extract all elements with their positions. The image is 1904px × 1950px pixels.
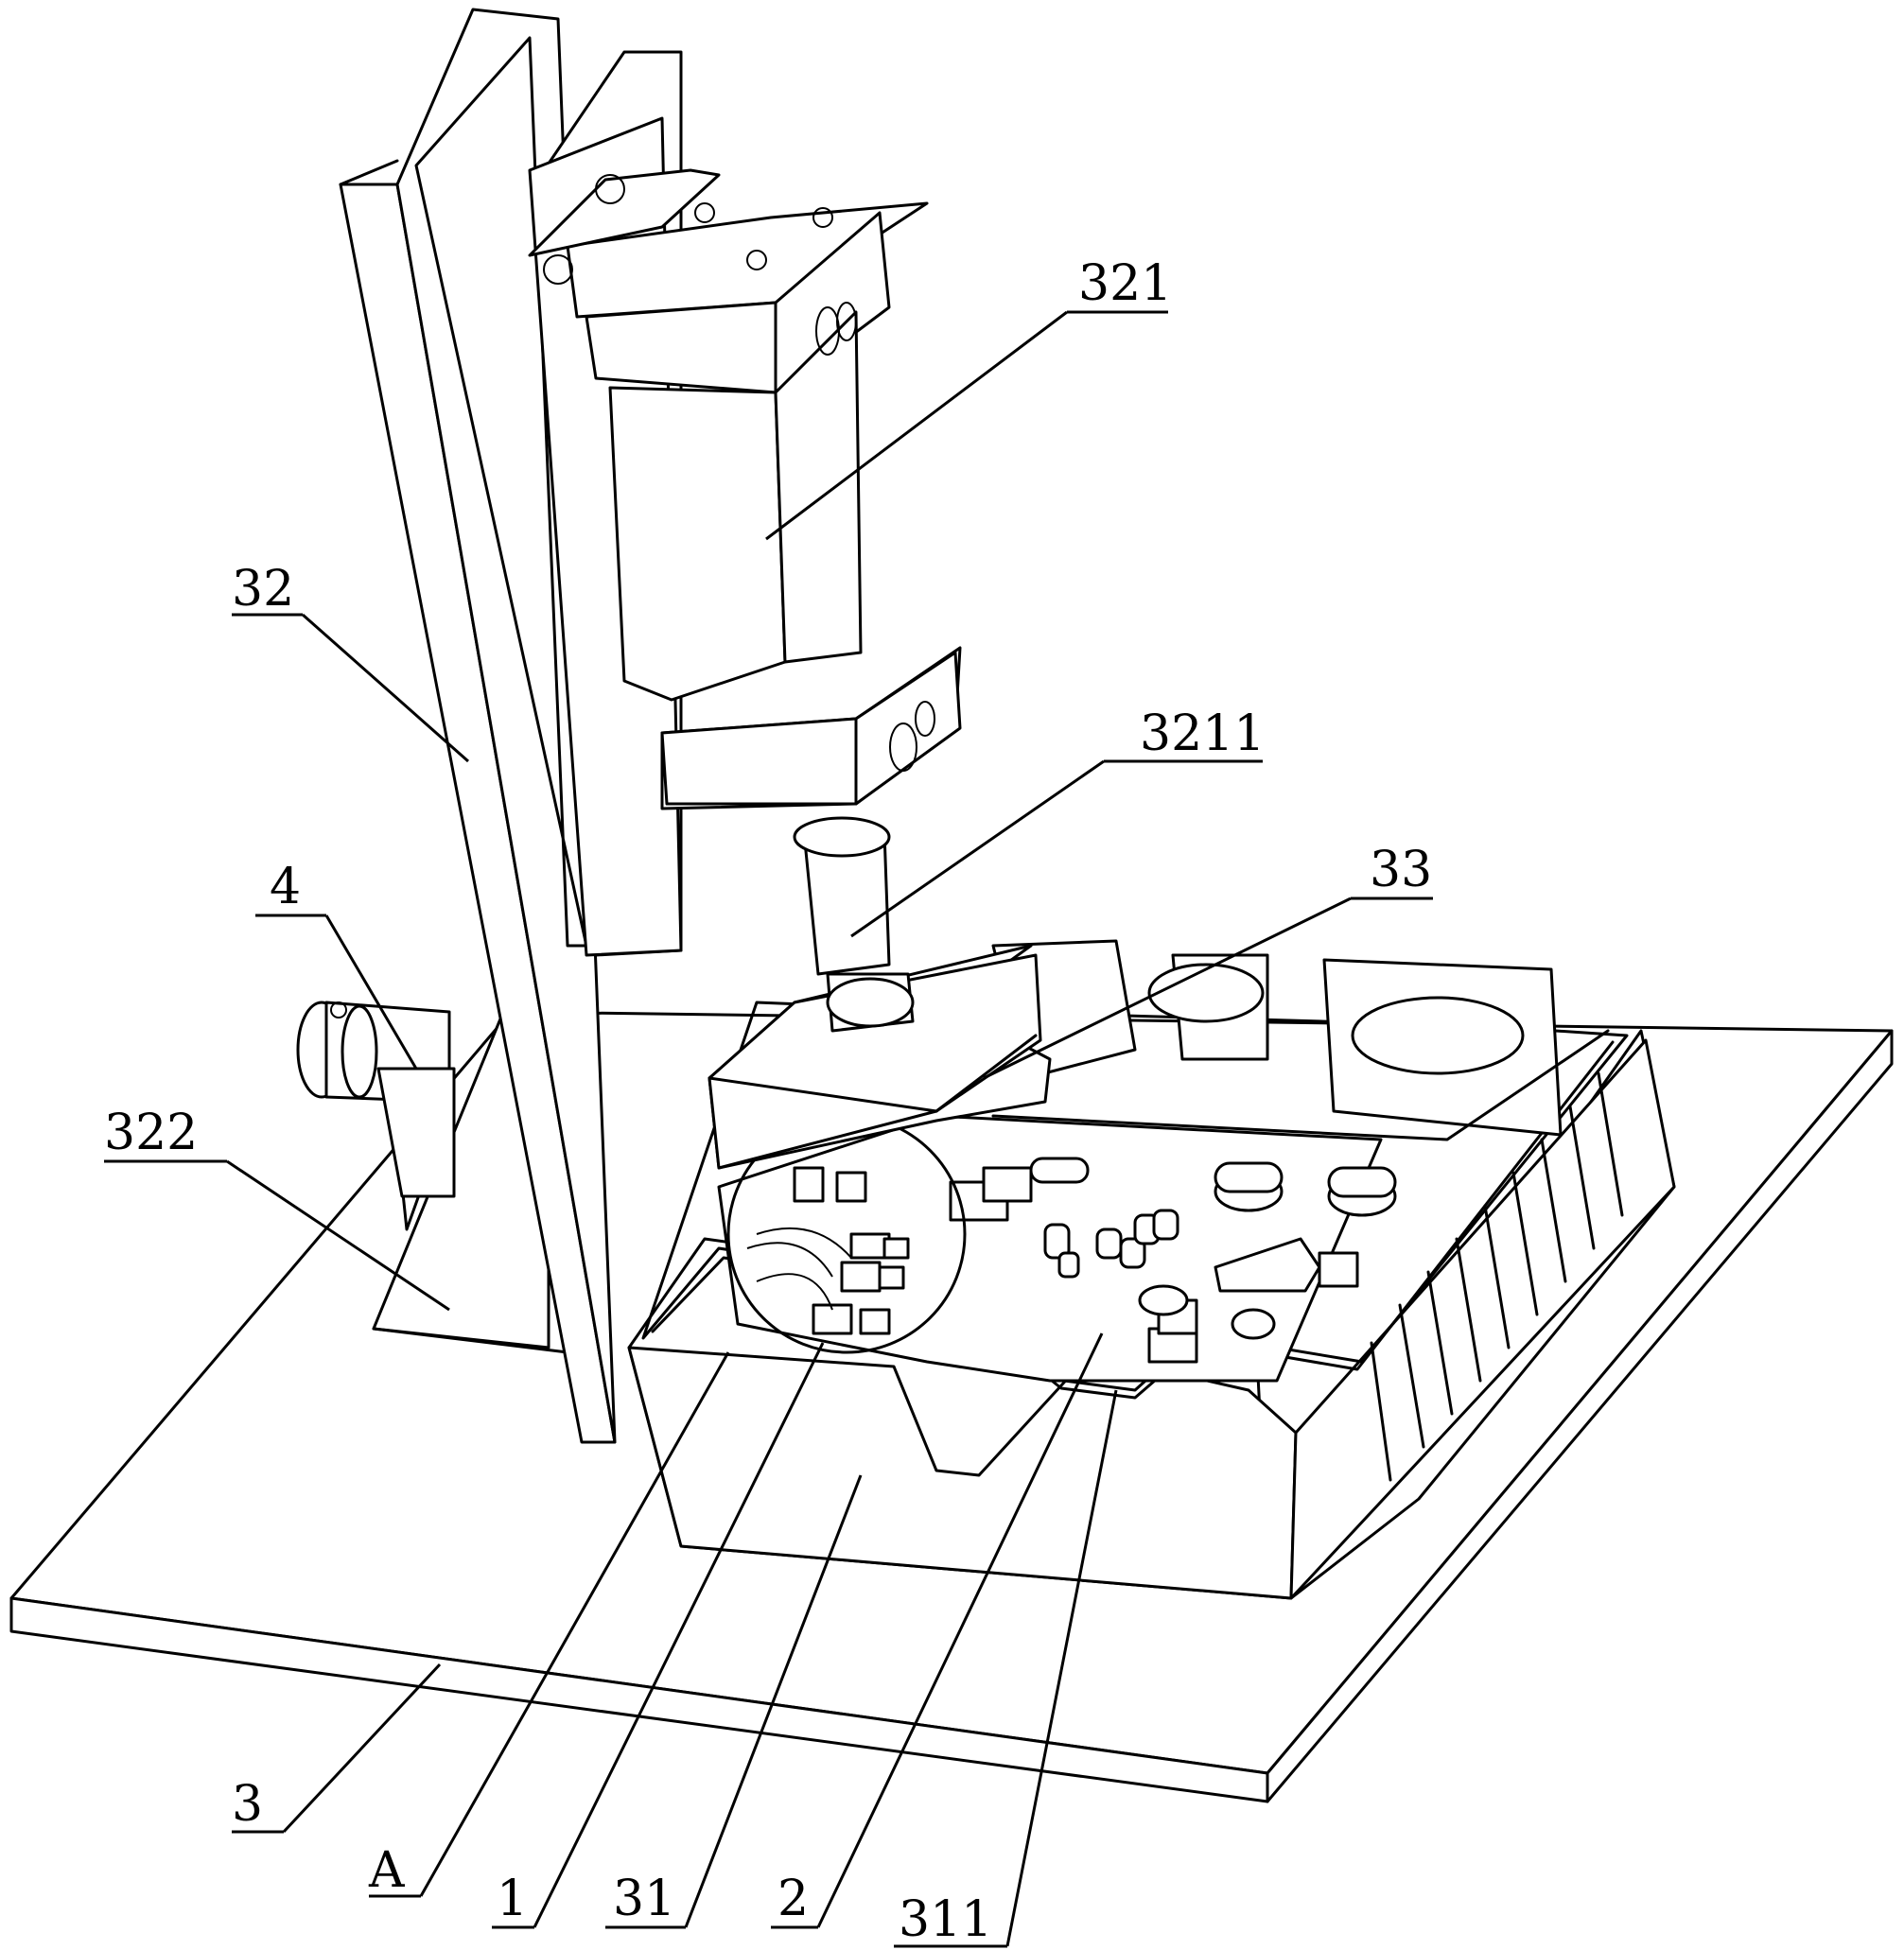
handle-knob (296, 1001, 456, 1198)
label-1: 1 (497, 1871, 528, 1927)
label-3211: 3211 (1140, 705, 1265, 762)
label-2: 2 (777, 1871, 809, 1927)
label-4: 4 (270, 859, 301, 915)
label-311: 311 (899, 1891, 992, 1948)
label-321: 321 (1078, 255, 1172, 312)
label-31: 31 (613, 1871, 675, 1927)
label-a: A (368, 1842, 406, 1899)
press-head (707, 944, 1052, 1203)
label-33: 33 (1370, 842, 1432, 898)
reference-labels: 321 32 3211 33 4 322 3 A 1 31 2 311 (104, 255, 1433, 1948)
connector-pins (746, 1227, 910, 1335)
label-32: 32 (232, 561, 294, 618)
label-322: 322 (104, 1105, 198, 1161)
circuit-board (717, 1114, 1397, 1383)
air-cylinder (528, 116, 962, 1033)
label-3: 3 (232, 1776, 263, 1833)
